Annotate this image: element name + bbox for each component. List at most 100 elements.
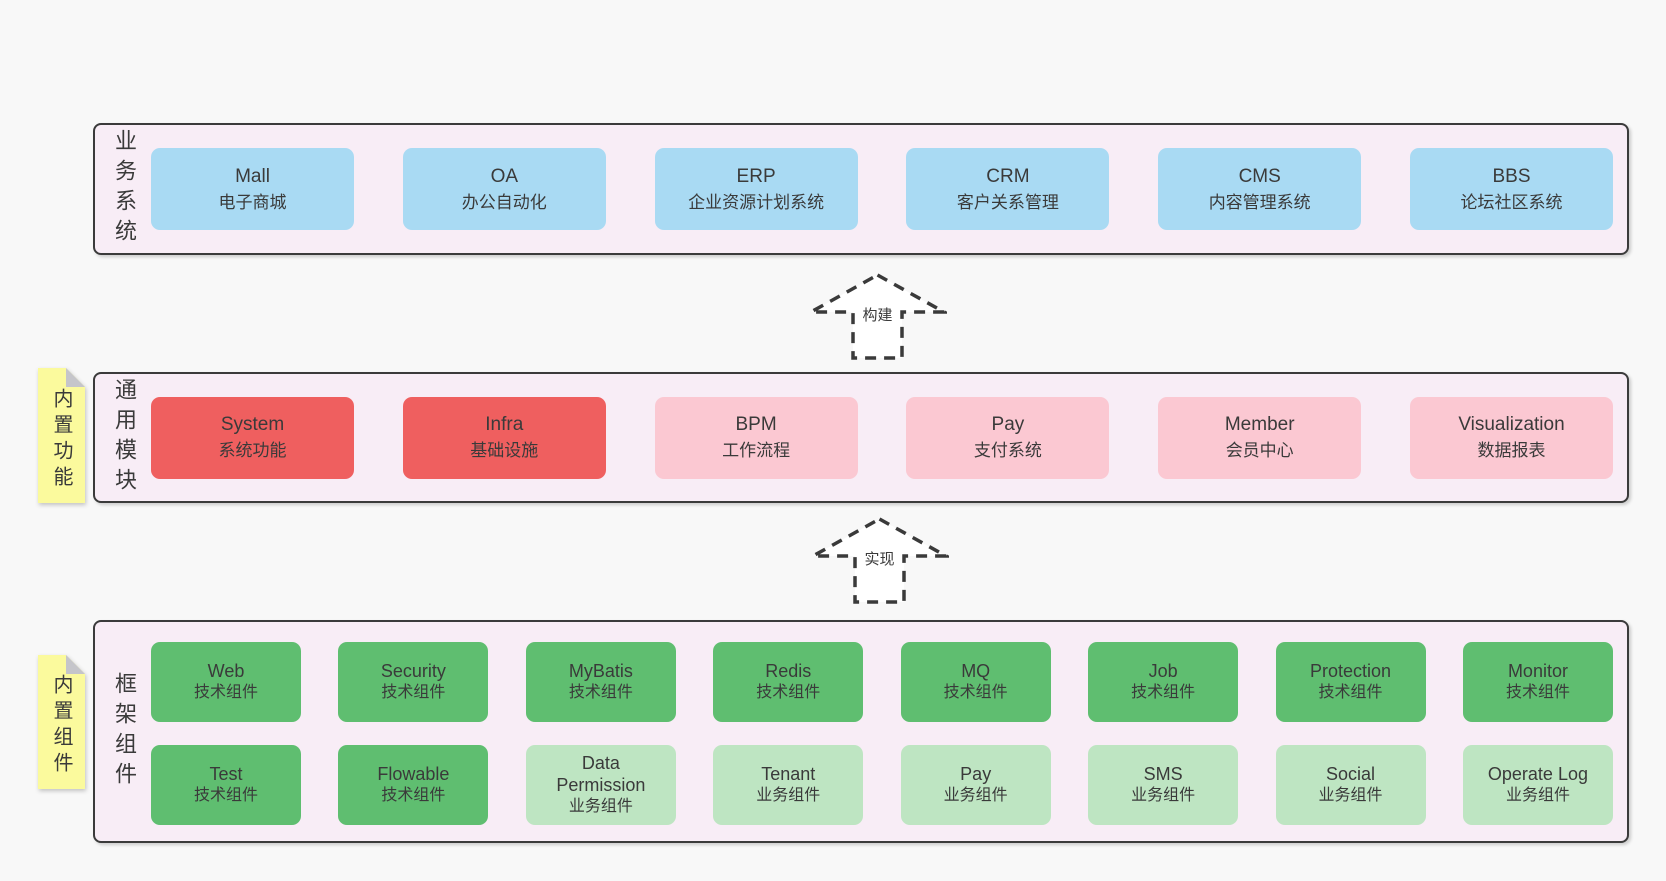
module-box-bbs: BBS 论坛社区系统 <box>1409 148 1613 230</box>
build-arrow: 构建 <box>808 272 947 361</box>
module-box-member: Member 会员中心 <box>1158 396 1362 479</box>
module-name: Pay <box>991 414 1025 435</box>
module-desc: 业务组件 <box>1131 787 1196 804</box>
module-name: BBS <box>1492 165 1531 187</box>
module-name: Data Permission <box>556 753 646 795</box>
module-name: Redis <box>765 661 812 681</box>
module-desc: 基础设施 <box>470 441 539 460</box>
module-desc: 技术组件 <box>193 787 258 804</box>
module-box-operate-log: Operate Log 业务组件 <box>1462 745 1613 825</box>
module-desc: 技术组件 <box>193 684 258 701</box>
module-box-oa: OA 办公自动化 <box>402 148 606 230</box>
sticky-note-paper <box>38 655 85 789</box>
module-box-erp: ERP 企业资源计划系统 <box>654 148 858 230</box>
module-name: Mall <box>235 165 270 187</box>
module-box-job: Job 技术组件 <box>1088 642 1239 722</box>
module-name: CMS <box>1238 165 1281 187</box>
module-desc: 内容管理系统 <box>1208 192 1311 212</box>
module-desc: 数据报表 <box>1477 441 1546 460</box>
module-box-system: System 系统功能 <box>151 396 354 479</box>
module-name: MyBatis <box>568 661 633 681</box>
module-name: MQ <box>961 661 991 681</box>
module-desc: 技术组件 <box>943 684 1008 701</box>
module-name: Social <box>1326 764 1376 784</box>
module-box-monitor: Monitor 技术组件 <box>1462 642 1613 722</box>
module-desc: 工作流程 <box>722 441 791 460</box>
module-name: Test <box>209 764 243 784</box>
module-desc: 企业资源计划系统 <box>688 192 825 212</box>
section-business-systems: 业务系统 Mall 电子商城 OA 办公自动化 ERP 企业资源计划系统 CRM 客户关系管理… <box>93 123 1629 255</box>
module-name: CRM <box>986 165 1030 187</box>
module-desc: 技术组件 <box>568 684 633 701</box>
module-desc: 业务组件 <box>1505 787 1570 804</box>
module-box-mq: MQ 技术组件 <box>900 642 1051 722</box>
sticky-note-paper <box>38 368 85 503</box>
module-name: SMS <box>1143 764 1183 784</box>
sticky-note-label: 内置功能 <box>50 387 72 492</box>
module-box-cms: CMS 内容管理系统 <box>1158 148 1362 230</box>
module-name: Monitor <box>1507 661 1568 681</box>
module-desc: 电子商城 <box>218 192 287 212</box>
module-name: Tenant <box>761 764 816 784</box>
module-box-pay: Pay 支付系统 <box>906 396 1110 479</box>
module-name: Visualization <box>1458 414 1565 435</box>
module-desc: 业务组件 <box>756 787 821 804</box>
module-box-test: Test 技术组件 <box>151 745 301 825</box>
module-name: Pay <box>960 764 992 784</box>
module-name: Infra <box>485 414 524 435</box>
module-box-security: Security 技术组件 <box>338 642 489 722</box>
section-label-common-modules: 通用模块 <box>112 377 137 498</box>
module-desc: 技术组件 <box>1131 684 1196 701</box>
module-box-tenant: Tenant 业务组件 <box>713 745 864 825</box>
section-label-business-systems: 业务系统 <box>112 129 137 249</box>
module-box-mall: Mall 电子商城 <box>151 148 354 230</box>
sticky-note-label: 内置组件 <box>50 674 72 778</box>
sticky-note-builtin-features: 内置功能 <box>38 368 85 503</box>
module-desc: 技术组件 <box>1318 684 1383 701</box>
module-name: Job <box>1148 661 1178 681</box>
module-box-mybatis: MyBatis 技术组件 <box>525 642 676 722</box>
module-desc: 客户关系管理 <box>956 192 1059 212</box>
module-box-data-permission: Data Permission 业务组件 <box>525 745 676 825</box>
module-desc: 技术组件 <box>1505 684 1570 701</box>
section-common-modules: 通用模块 System 系统功能 Infra 基础设施 BPM 工作流程 Pay 支付系统 Me… <box>93 372 1629 503</box>
module-name: ERP <box>736 165 776 187</box>
module-box-pay: Pay 业务组件 <box>900 745 1051 825</box>
module-desc: 技术组件 <box>756 684 821 701</box>
module-name: Member <box>1224 414 1295 435</box>
arrow-label: 构建 <box>859 306 896 326</box>
module-box-redis: Redis 技术组件 <box>713 642 864 722</box>
module-name: System <box>220 414 285 435</box>
module-desc: 业务组件 <box>943 787 1008 804</box>
module-desc: 办公自动化 <box>461 192 547 212</box>
module-name: Web <box>207 661 245 681</box>
module-name: Security <box>380 661 446 681</box>
module-box-web: Web 技术组件 <box>151 642 301 722</box>
module-name: Operate Log <box>1487 764 1588 784</box>
module-box-infra: Infra 基础设施 <box>402 396 606 479</box>
module-box-bpm: BPM 工作流程 <box>654 396 858 479</box>
module-desc: 业务组件 <box>568 798 633 815</box>
implement-arrow: 实现 <box>810 516 949 605</box>
module-name: BPM <box>735 414 777 435</box>
module-desc: 论坛社区系统 <box>1460 192 1563 212</box>
module-name: Flowable <box>377 764 450 784</box>
module-desc: 支付系统 <box>973 441 1042 460</box>
module-name: Protection <box>1310 661 1392 681</box>
module-desc: 技术组件 <box>381 684 446 701</box>
sticky-note-builtin-components: 内置组件 <box>38 655 85 789</box>
module-desc: 会员中心 <box>1225 441 1294 460</box>
common-modules-box-row: System 系统功能 Infra 基础设施 BPM 工作流程 Pay 支付系统 Member 会… <box>151 374 1613 501</box>
module-box-sms: SMS 业务组件 <box>1088 745 1239 825</box>
module-box-visualization: Visualization 数据报表 <box>1409 396 1613 479</box>
module-desc: 系统功能 <box>218 441 287 460</box>
module-name: OA <box>490 165 519 187</box>
module-box-social: Social 业务组件 <box>1275 745 1426 825</box>
module-desc: 业务组件 <box>1318 787 1383 804</box>
module-box-protection: Protection 技术组件 <box>1275 642 1426 722</box>
